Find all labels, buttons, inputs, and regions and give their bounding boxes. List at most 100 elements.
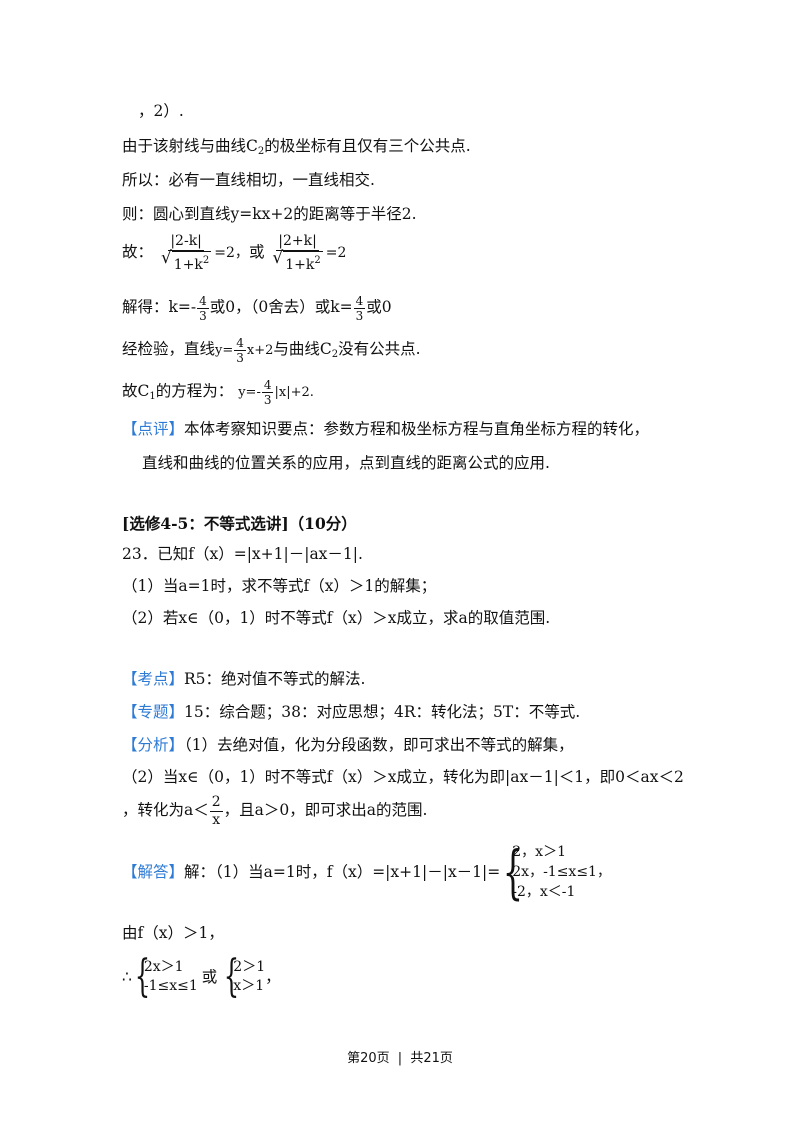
text: 由f（x）＞1， <box>122 924 224 942</box>
text: （2）若x∈（0，1）时不等式f（x）＞x成立，求a的取值范围. <box>122 609 551 627</box>
zhuanti-tag: 【专题】 <box>122 703 185 721</box>
text: x+2 <box>246 343 274 358</box>
fenxi-tag: 【分析】 <box>122 736 185 754</box>
denominator: 3 <box>236 350 244 365</box>
text: 所以：必有一直线相切，一直线相交. <box>122 171 375 189</box>
page-number: 第20页 <box>347 1051 390 1066</box>
line-equation: 故： |2-k| √1+k2 =2，或 |2+k| √1+k2 =2 <box>122 232 346 274</box>
denominator: 3 <box>199 308 207 323</box>
line-fenxi-2: （2）当x∈（0，1）时不等式f（x）＞x成立，转化为即|ax－1|＜1，即0＜… <box>122 767 684 787</box>
numerator: 4 <box>234 335 246 351</box>
line-system: ∴ { 2x＞1 -1≤x≤1 或 { 2＞1 x＞1 ， <box>122 953 281 1001</box>
text: 的极坐标有且仅有三个公共点. <box>264 137 471 155</box>
text: 15：综合题；38：对应思想；4R：转化法；5T：不等式. <box>184 703 581 721</box>
text: ， <box>265 968 281 986</box>
text: y=- <box>238 385 261 400</box>
case-row: -1≤x≤1 <box>143 978 198 994</box>
text: 则：圆心到直线y=kx+2的距离等于半径2. <box>122 205 417 223</box>
text: R5：绝对值不等式的解法. <box>184 670 366 688</box>
text: |x|+2. <box>274 385 314 400</box>
text: 直线和曲线的位置关系的应用，点到直线的距离公式的应用. <box>142 454 550 472</box>
line-condition: 由f（x）＞1， <box>122 923 224 943</box>
numerator: 4 <box>197 293 209 309</box>
radicand: 1+k <box>173 256 203 273</box>
text: 解：（1）当a=1时，f（x）=|x+1|－|x－1|= <box>184 863 501 881</box>
text: 由于该射线与曲线C <box>122 137 258 155</box>
problem-23: 23．已知f（x）=|x+1|－|ax－1|. <box>122 544 363 564</box>
numerator: 4 <box>353 293 366 309</box>
text: 的方程为： <box>155 382 234 400</box>
denominator: √1+k2 <box>160 247 212 273</box>
line-kaodian: 【考点】R5：绝对值不等式的解法. <box>122 669 365 689</box>
page-total: 共21页 <box>410 1051 453 1066</box>
case-row: 2＞1 <box>233 959 266 975</box>
text: ∴ <box>122 968 132 986</box>
text: ，转化为a＜ <box>122 801 209 819</box>
page-footer: 第20页 | 共21页 <box>0 1047 800 1066</box>
denominator: 3 <box>355 308 364 323</box>
text: （1）去绝对值，化为分段函数，即可求出不等式的解集， <box>184 736 574 754</box>
inequality-system: { 2x＞1 -1≤x≤1 <box>134 951 198 1002</box>
text: 或0 <box>366 298 392 316</box>
text: =2 <box>325 245 347 261</box>
piecewise-function: { 2，x＞1 2x，-1≤x≤1， -2，x＜-1 <box>502 838 611 906</box>
fraction: |2+k| √1+k2 <box>270 233 324 274</box>
text: 故： <box>122 243 154 261</box>
line-jieda: 【解答】解：（1）当a=1时，f（x）=|x+1|－|x－1|= { 2，x＞1… <box>122 836 611 908</box>
case-row: 2x＞1 <box>143 959 184 975</box>
subscript: 1 <box>149 391 156 402</box>
text: [选修4-5：不等式选讲]（10分） <box>122 514 357 533</box>
denominator: x <box>212 811 221 828</box>
text: 故C <box>122 382 150 400</box>
text: （2）当x∈（0，1）时不等式f（x）＞x成立，转化为即|ax－1|＜1，即0＜… <box>122 768 684 786</box>
case-row: -2，x＜-1 <box>512 884 576 900</box>
line-distance: 则：圆心到直线y=kx+2的距离等于半径2. <box>122 204 417 224</box>
denominator: √1+k2 <box>272 247 323 273</box>
text: 或 <box>201 968 218 986</box>
text: =2， <box>214 245 249 261</box>
case-row: 2x，-1≤x≤1， <box>512 864 611 880</box>
denominator: 3 <box>263 392 272 407</box>
section-heading: [选修4-5：不等式选讲]（10分） <box>122 514 357 534</box>
text: - <box>190 298 197 316</box>
problem-23-part2: （2）若x∈（0，1）时不等式f（x）＞x成立，求a的取值范围. <box>122 608 550 628</box>
numerator: 4 <box>261 377 274 393</box>
jieda-tag: 【解答】 <box>122 863 185 881</box>
radicand: 1+k <box>285 256 315 273</box>
line-comment-cont: 直线和曲线的位置关系的应用，点到直线的距离公式的应用. <box>142 453 550 473</box>
text: 经检验，直线 <box>122 340 216 358</box>
line-tangent: 所以：必有一直线相切，一直线相交. <box>122 170 375 190</box>
text: （1）当a=1时，求不等式f（x）＞1的解集； <box>122 577 437 595</box>
comment-tag: 【点评】 <box>122 420 185 438</box>
line-continuation: ，2）. <box>122 101 184 121</box>
text: 没有公共点. <box>338 340 421 358</box>
text: 解得：k= <box>122 298 191 316</box>
problem-23-part1: （1）当a=1时，求不等式f（x）＞1的解集； <box>122 576 436 596</box>
text: 或0，（0舍去）或k= <box>209 298 353 316</box>
inequality-system: { 2＞1 x＞1 <box>223 951 266 1002</box>
text: ，2）. <box>138 102 184 120</box>
line-comment: 【点评】本体考察知识要点：参数方程和极坐标方程与直角坐标方程的转化， <box>122 419 649 439</box>
text: 与曲线C <box>273 340 332 358</box>
text: 23．已知f（x）=|x+1|－|ax－1|. <box>122 545 363 563</box>
text: 或 <box>248 243 265 261</box>
text: y= <box>215 343 234 358</box>
text: 本体考察知识要点：参数方程和极坐标方程与直角坐标方程的转化， <box>184 420 650 438</box>
text: ，且a＞0，即可求出a的范围. <box>223 801 428 819</box>
case-row: x＞1 <box>233 978 265 994</box>
subscript: 2 <box>331 349 339 360</box>
case-row: 2，x＞1 <box>512 844 566 860</box>
subscript: 2 <box>257 146 265 157</box>
kaodian-tag: 【考点】 <box>122 670 185 688</box>
numerator: |2-k| <box>168 232 204 251</box>
line-ray-curve: 由于该射线与曲线C2的极坐标有且仅有三个公共点. <box>122 136 471 162</box>
